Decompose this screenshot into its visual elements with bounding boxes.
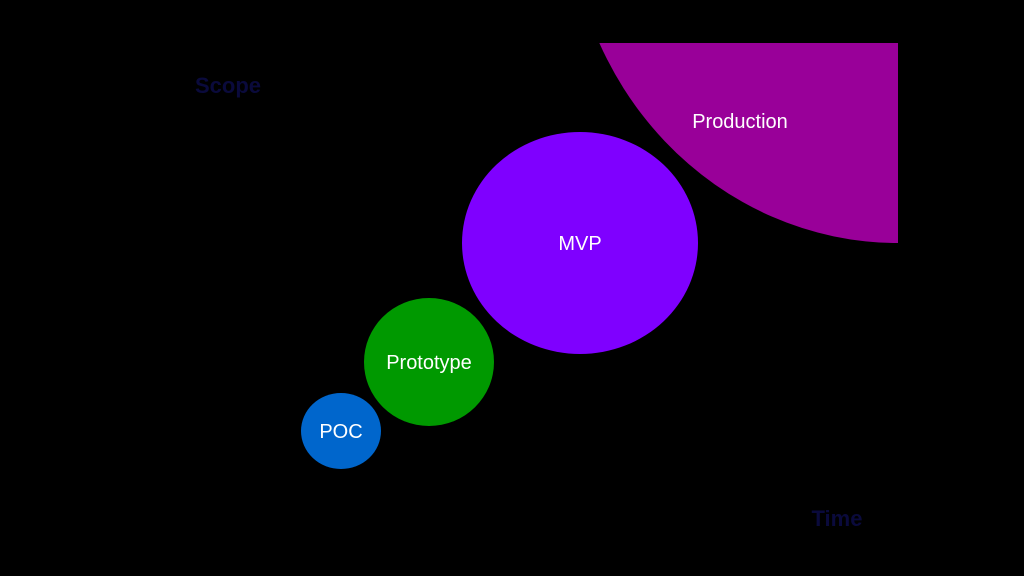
poc-label: POC bbox=[319, 421, 362, 443]
poc-circle bbox=[301, 393, 381, 469]
prototype-circle bbox=[364, 298, 494, 426]
production-shape bbox=[599, 43, 898, 243]
prototype-label: Prototype bbox=[386, 352, 472, 374]
time-axis-label: Time bbox=[812, 506, 863, 531]
scope-axis-label: Scope bbox=[195, 73, 261, 98]
production-label: Production bbox=[692, 111, 788, 133]
mvp-label: MVP bbox=[558, 233, 601, 255]
mvp-circle bbox=[462, 132, 698, 354]
